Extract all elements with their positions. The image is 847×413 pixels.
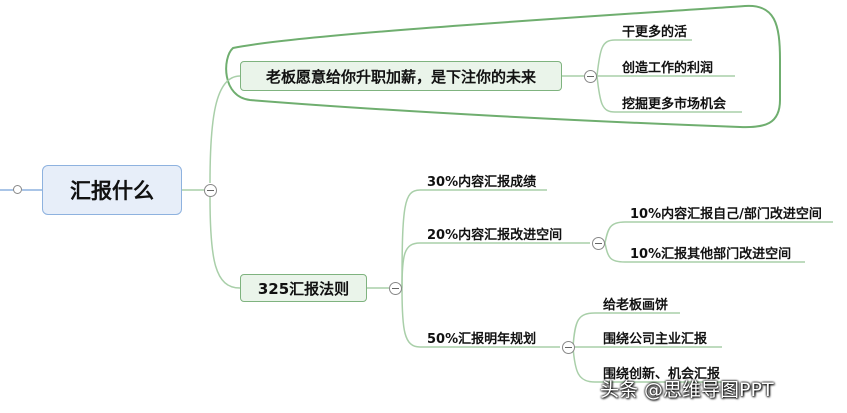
plan-collapse-icon[interactable]	[562, 341, 575, 354]
branch-325-collapse-icon[interactable]	[389, 282, 402, 295]
leaf-next-year-plan[interactable]: 50%汇报明年规划	[427, 332, 537, 347]
callout-boundary	[225, 4, 781, 129]
leaf-self-improvement[interactable]: 10%内容汇报自己/部门改进空间	[630, 207, 822, 222]
improvement-collapse-icon[interactable]	[592, 237, 605, 250]
root-collapse-icon[interactable]	[204, 184, 217, 197]
leaf-paint-pie[interactable]: 给老板画饼	[603, 298, 669, 313]
branch-promotion[interactable]: 老板愿意给你升职加薪，是下注你的未来	[240, 61, 562, 91]
leaf-innovation-opportunity[interactable]: 围绕创新、机会汇报	[603, 367, 721, 382]
root-node[interactable]: 汇报什么	[42, 165, 182, 215]
root-left-dot	[13, 185, 22, 194]
leaf-other-dept-improvement[interactable]: 10%汇报其他部门改进空间	[630, 247, 792, 262]
branch-325-rule[interactable]: 325汇报法则	[240, 274, 367, 302]
leaf-report-improvement[interactable]: 20%内容汇报改进空间	[427, 228, 563, 243]
leaf-core-business[interactable]: 围绕公司主业汇报	[603, 332, 708, 347]
leaf-report-achievements[interactable]: 30%内容汇报成绩	[427, 175, 537, 190]
branch-promotion-collapse-icon[interactable]	[584, 70, 597, 83]
leaf-market-opportunity[interactable]: 挖掘更多市场机会	[622, 97, 727, 112]
leaf-create-profit[interactable]: 创造工作的利润	[622, 61, 714, 76]
leaf-more-work[interactable]: 干更多的活	[622, 25, 688, 40]
watermark: 头条 @思维导图PPT	[600, 379, 774, 401]
